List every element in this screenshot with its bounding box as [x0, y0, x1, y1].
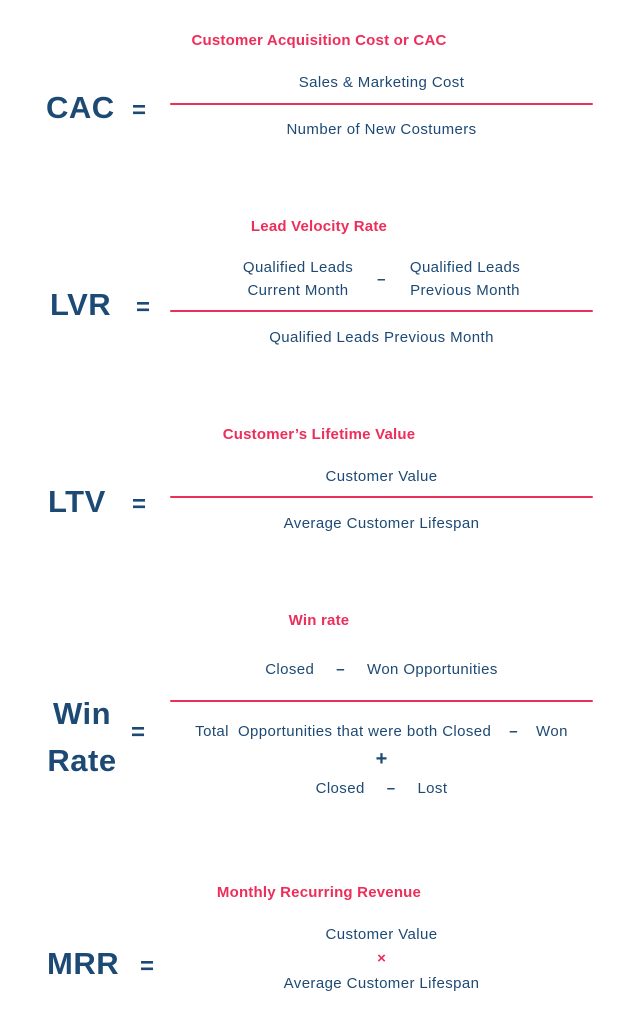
mrr-factor-bottom: Average Customer Lifespan — [283, 975, 480, 992]
win-den1-right: Won — [536, 723, 568, 740]
cac-equals-sign: = — [132, 97, 147, 124]
minus-operator: – — [336, 661, 346, 678]
lvr-numerator: Qualified Leads Current Month – Qualifie… — [170, 256, 593, 302]
win-rate-label-line2: Rate — [47, 743, 117, 778]
lvr-num-left-line2: Current Month — [247, 282, 349, 299]
win-den2-left: Closed — [315, 780, 365, 797]
win-num-left: Closed — [265, 661, 315, 678]
mrr-factor-top: Customer Value — [325, 926, 438, 943]
win-den2-right: Lost — [417, 780, 448, 797]
ltv-numerator: Customer Value — [325, 468, 438, 485]
cac-title: Customer Acquisition Cost or CAC — [191, 32, 447, 49]
win-rate-fraction-line — [170, 700, 593, 702]
cac-numerator: Sales & Marketing Cost — [298, 74, 465, 91]
lvr-num-left-line1: Qualified Leads — [242, 259, 354, 276]
lvr-numerator-left: Qualified Leads Current Month — [243, 256, 353, 302]
ltv-denominator: Average Customer Lifespan — [283, 515, 480, 532]
lvr-fraction-line — [170, 310, 593, 312]
lvr-num-right-line1: Qualified Leads — [409, 259, 521, 276]
win-rate-title: Win rate — [288, 612, 350, 629]
win-rate-denominator-line2: Closed – Lost — [170, 780, 593, 797]
lvr-numerator-right: Qualified Leads Previous Month — [410, 256, 520, 302]
mrr-label: MRR — [47, 946, 120, 981]
ltv-label: LTV — [48, 484, 106, 519]
win-rate-denominator-line1: Total Opportunities that were both Close… — [170, 723, 593, 740]
lvr-denominator: Qualified Leads Previous Month — [269, 329, 494, 346]
win-rate-label: Win Rate — [30, 690, 134, 784]
win-rate-equals-sign: = — [131, 719, 146, 746]
plus-operator: + — [375, 748, 388, 770]
mrr-title: Monthly Recurring Revenue — [216, 884, 422, 901]
win-rate-label-line1: Win — [52, 696, 112, 731]
minus-operator: – — [386, 780, 396, 797]
cac-fraction-line — [170, 103, 593, 105]
lvr-equals-sign: = — [136, 294, 151, 321]
mrr-equals-sign: = — [140, 953, 155, 980]
minus-operator: – — [377, 270, 386, 288]
ltv-title: Customer’s Lifetime Value — [222, 426, 416, 443]
minus-operator: – — [509, 723, 519, 740]
cac-label: CAC — [46, 90, 115, 125]
lvr-label: LVR — [50, 287, 112, 322]
win-num-right: Won Opportunities — [367, 661, 498, 678]
win-den1-left: Total Opportunities that were both Close… — [195, 723, 492, 740]
lvr-num-right-line2: Previous Month — [410, 282, 520, 299]
lvr-title: Lead Velocity Rate — [250, 218, 388, 235]
win-rate-numerator: Closed – Won Opportunities — [170, 661, 593, 678]
cac-denominator: Number of New Costumers — [286, 121, 477, 138]
multiply-operator: × — [377, 950, 386, 967]
ltv-equals-sign: = — [132, 491, 147, 518]
ltv-fraction-line — [170, 496, 593, 498]
